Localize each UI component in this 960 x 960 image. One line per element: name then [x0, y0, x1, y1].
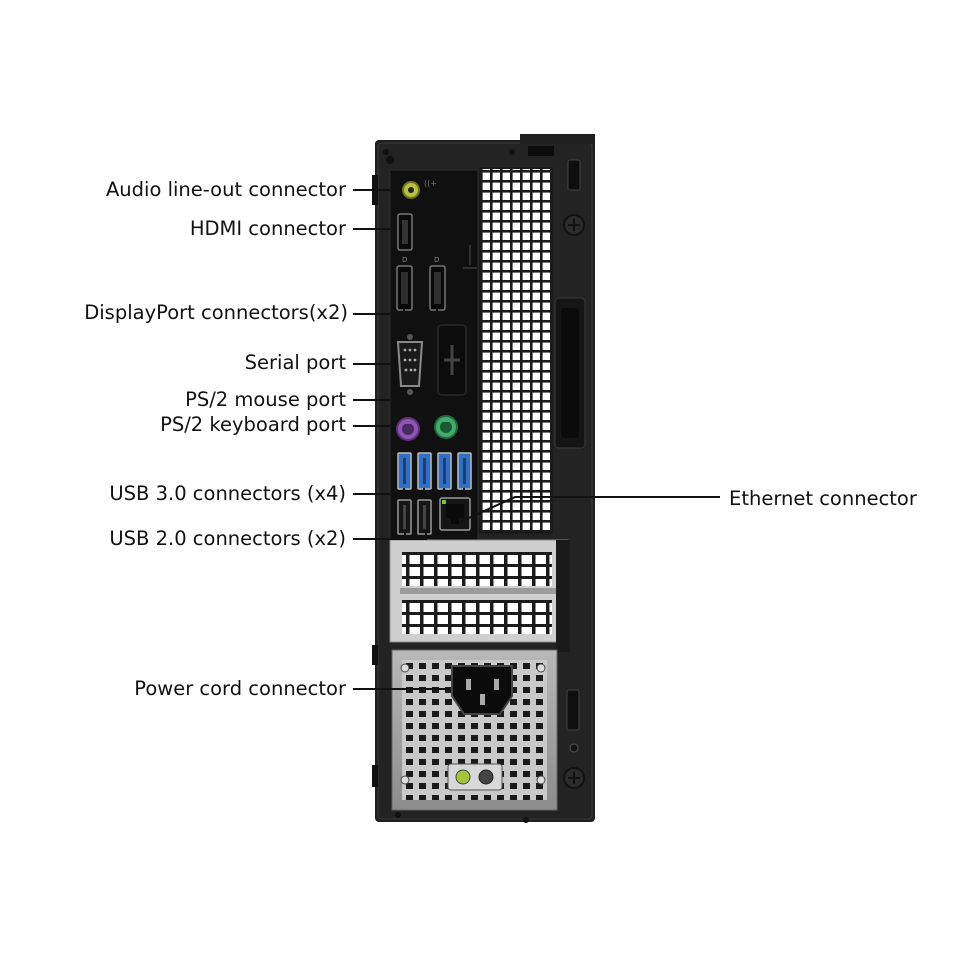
audio-line-out-port: ((+ [402, 179, 437, 199]
usb3-ports [397, 452, 472, 490]
callout-lines [353, 189, 720, 690]
chassis-right-side [554, 159, 586, 789]
hdmi-port [397, 213, 413, 251]
label-hdmi: HDMI connector [189, 217, 346, 240]
ventilation-grille [479, 167, 553, 534]
label-power-cord: Power cord connector [134, 677, 346, 700]
expansion-slots [389, 539, 570, 652]
label-ps2-keyboard: PS/2 keyboard port [160, 413, 346, 436]
label-ps2-mouse: PS/2 mouse port [185, 388, 346, 411]
label-displayport: DisplayPort connectors(x2) [84, 301, 348, 324]
svg-text:D: D [402, 256, 407, 264]
power-cord-socket [451, 665, 513, 715]
ps2-mouse-port [434, 415, 458, 439]
label-usb3: USB 3.0 connectors (x4) [109, 482, 346, 505]
label-ethernet: Ethernet connector [729, 487, 917, 510]
ethernet-port [439, 497, 471, 531]
serial-port [396, 334, 424, 395]
label-usb2: USB 2.0 connectors (x2) [109, 527, 346, 550]
knockout-panel [437, 324, 467, 396]
psu-test-area [447, 763, 503, 791]
chassis-feet [395, 812, 529, 823]
svg-text:((+: ((+ [424, 179, 437, 188]
usb2-ports [397, 499, 432, 535]
svg-text:D: D [434, 256, 439, 264]
ps2-keyboard-port [396, 417, 420, 441]
label-serial-port: Serial port [244, 351, 346, 374]
label-audio-line-out: Audio line-out connector [105, 178, 346, 201]
